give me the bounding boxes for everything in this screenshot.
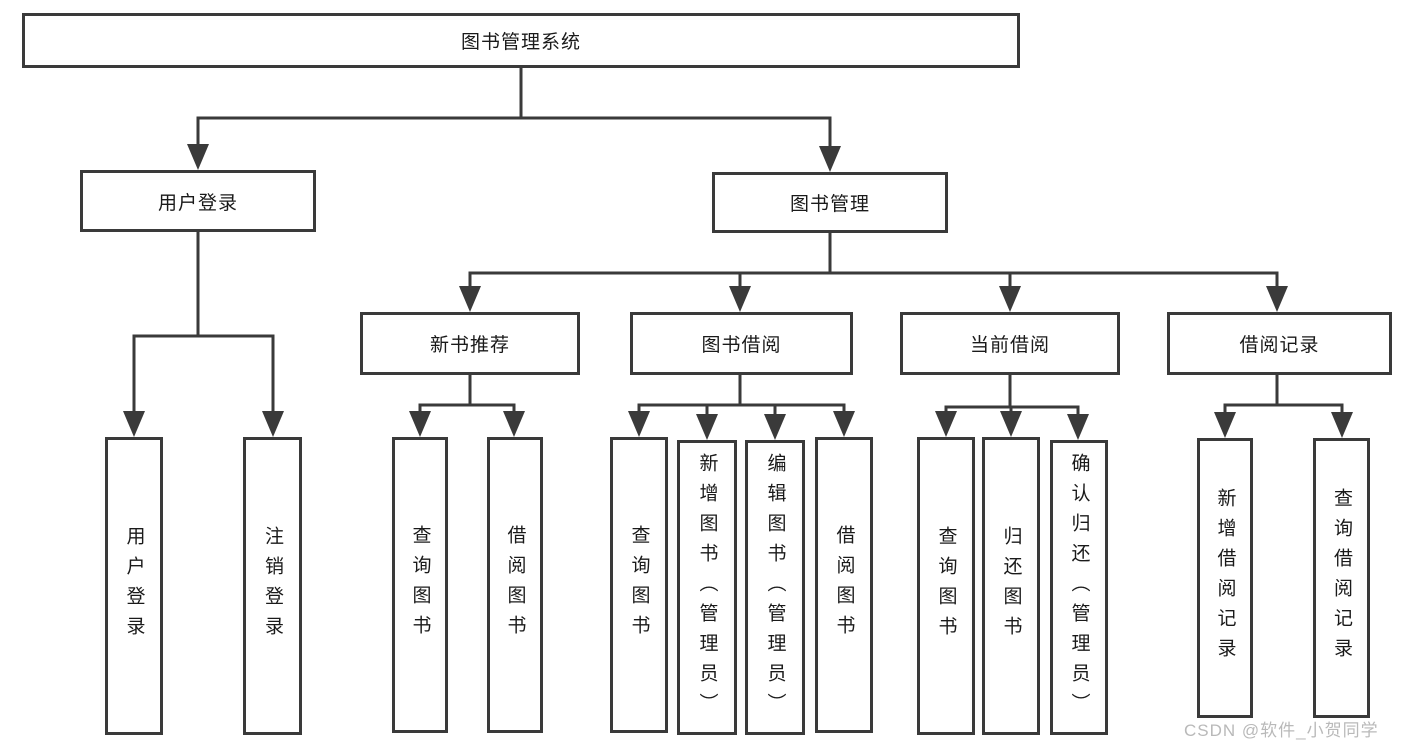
node-label: 图书管理 — [789, 194, 870, 215]
leaf-logout: 注销登录 — [243, 437, 302, 735]
leaf-query-books-borrowing: 查询图书 — [610, 437, 668, 733]
node-label: 借阅记录 — [1239, 335, 1320, 356]
arrowheads — [123, 144, 1353, 440]
node-label: 当前借阅 — [969, 335, 1050, 356]
node-user-login: 用户登录 — [80, 170, 316, 232]
node-borrowing-records: 借阅记录 — [1167, 312, 1392, 375]
leaf-label: 查询借阅记录 — [1331, 488, 1352, 668]
watermark: CSDN @软件_小贺同学 — [1184, 721, 1379, 740]
node-label: 图书管理系统 — [460, 32, 581, 53]
leaf-label: 查询图书 — [409, 525, 431, 645]
node-new-book-recommendation: 新书推荐 — [360, 312, 580, 375]
node-library-management-system: 图书管理系统 — [22, 13, 1020, 68]
leaf-label: 查询图书 — [935, 526, 957, 646]
leaf-label: 确认归还（管理员） — [1068, 452, 1090, 723]
leaf-label: 查询图书 — [628, 525, 650, 645]
leaf-user-login: 用户登录 — [105, 437, 163, 735]
leaf-add-book-admin: 新增图书（管理员） — [677, 440, 737, 735]
leaf-label: 编辑图书（管理员） — [764, 452, 786, 723]
leaf-label: 注销登录 — [262, 526, 283, 646]
node-book-management: 图书管理 — [712, 172, 948, 233]
leaf-borrow-books-recommend: 借阅图书 — [487, 437, 543, 733]
node-label: 新书推荐 — [429, 335, 510, 356]
leaf-edit-book-admin: 编辑图书（管理员） — [745, 440, 805, 735]
leaf-label: 借阅图书 — [833, 525, 855, 645]
leaf-query-books-recommend: 查询图书 — [392, 437, 448, 733]
leaf-return-books: 归还图书 — [982, 437, 1040, 735]
leaf-label: 归还图书 — [1000, 526, 1022, 646]
node-book-borrowing: 图书借阅 — [630, 312, 853, 375]
leaf-query-borrow-record: 查询借阅记录 — [1313, 438, 1370, 718]
leaf-label: 用户登录 — [123, 526, 145, 646]
leaf-label: 新增图书（管理员） — [696, 452, 718, 723]
leaf-label: 借阅图书 — [504, 525, 526, 645]
leaf-confirm-return-admin: 确认归还（管理员） — [1050, 440, 1108, 735]
leaf-add-borrow-record: 新增借阅记录 — [1197, 438, 1253, 718]
node-label: 用户登录 — [157, 192, 238, 214]
leaf-label: 新增借阅记录 — [1214, 488, 1236, 668]
node-current-borrowing: 当前借阅 — [900, 312, 1120, 375]
leaf-borrow-books-borrowing: 借阅图书 — [815, 437, 873, 733]
leaf-query-books-current: 查询图书 — [917, 437, 975, 735]
node-label: 图书借阅 — [701, 335, 782, 356]
